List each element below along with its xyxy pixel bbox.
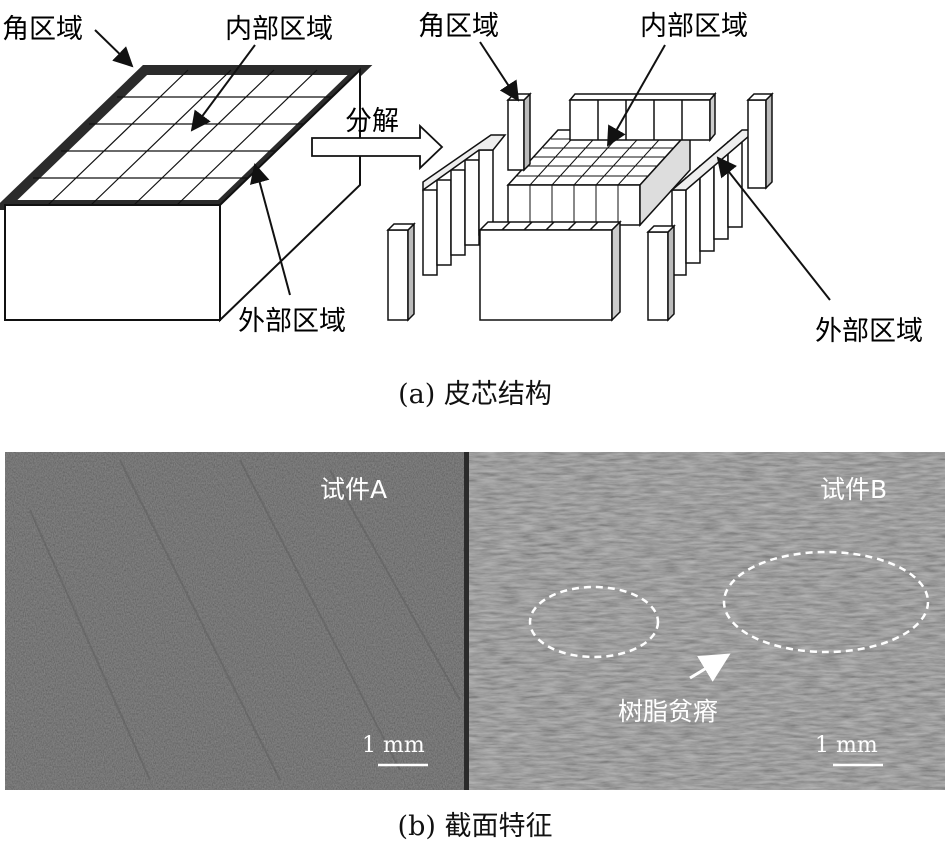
arrow-exterior-left: [250, 163, 291, 296]
caption-a: (a) 皮芯结构: [398, 379, 552, 410]
exploded-left-plates: [422, 134, 507, 276]
resin-poor-zone-1: [528, 585, 660, 659]
exploded-front-plate: [478, 220, 622, 322]
label-exterior-left: 外部区域: [238, 306, 346, 337]
cross-section-micrographs: 试件A 1 mm 试件B 树脂贫瘠 1 mm: [5, 452, 945, 790]
micrograph-b: [469, 452, 945, 790]
label-interior-right: 内部区域: [640, 11, 748, 42]
arrow-exterior-right: [716, 156, 831, 301]
label-corner-left: 角区域: [2, 14, 83, 45]
label-decompose: 分解: [345, 106, 399, 137]
arrow-interior-left: [190, 44, 256, 132]
exploded-back-plates: [568, 91, 717, 143]
annotation-arrow: [689, 653, 731, 682]
micrograph-a: [5, 452, 464, 790]
label-interior-left: 内部区域: [225, 14, 333, 45]
left-block-side: [219, 67, 361, 323]
specimen-b-scale-label: 1 mm: [815, 733, 878, 758]
specimen-b-title: 试件B: [820, 475, 887, 504]
annotation-resin-poor: 树脂贫瘠: [618, 697, 718, 726]
left-block: [0, 65, 373, 323]
label-corner-right: 角区域: [418, 11, 499, 42]
specimen-a-scale-label: 1 mm: [362, 733, 425, 758]
label-exterior-right: 外部区域: [815, 316, 923, 347]
skin-core-schematic: 角区域 内部区域 外部区域 分解: [0, 11, 923, 347]
arrow-interior-right: [607, 44, 666, 147]
specimen-a-title: 试件A: [320, 475, 387, 504]
arrow-corner-left: [94, 29, 134, 68]
micrograph-divider: [464, 452, 469, 790]
resin-poor-zone-2: [722, 550, 930, 654]
arrow-corner-right: [479, 41, 520, 102]
left-block-front: [4, 204, 221, 321]
exploded-right-plates: [669, 129, 759, 276]
decompose-arrow: [311, 123, 444, 171]
caption-b: (b) 截面特征: [397, 811, 553, 842]
exploded-interior: [506, 128, 692, 227]
